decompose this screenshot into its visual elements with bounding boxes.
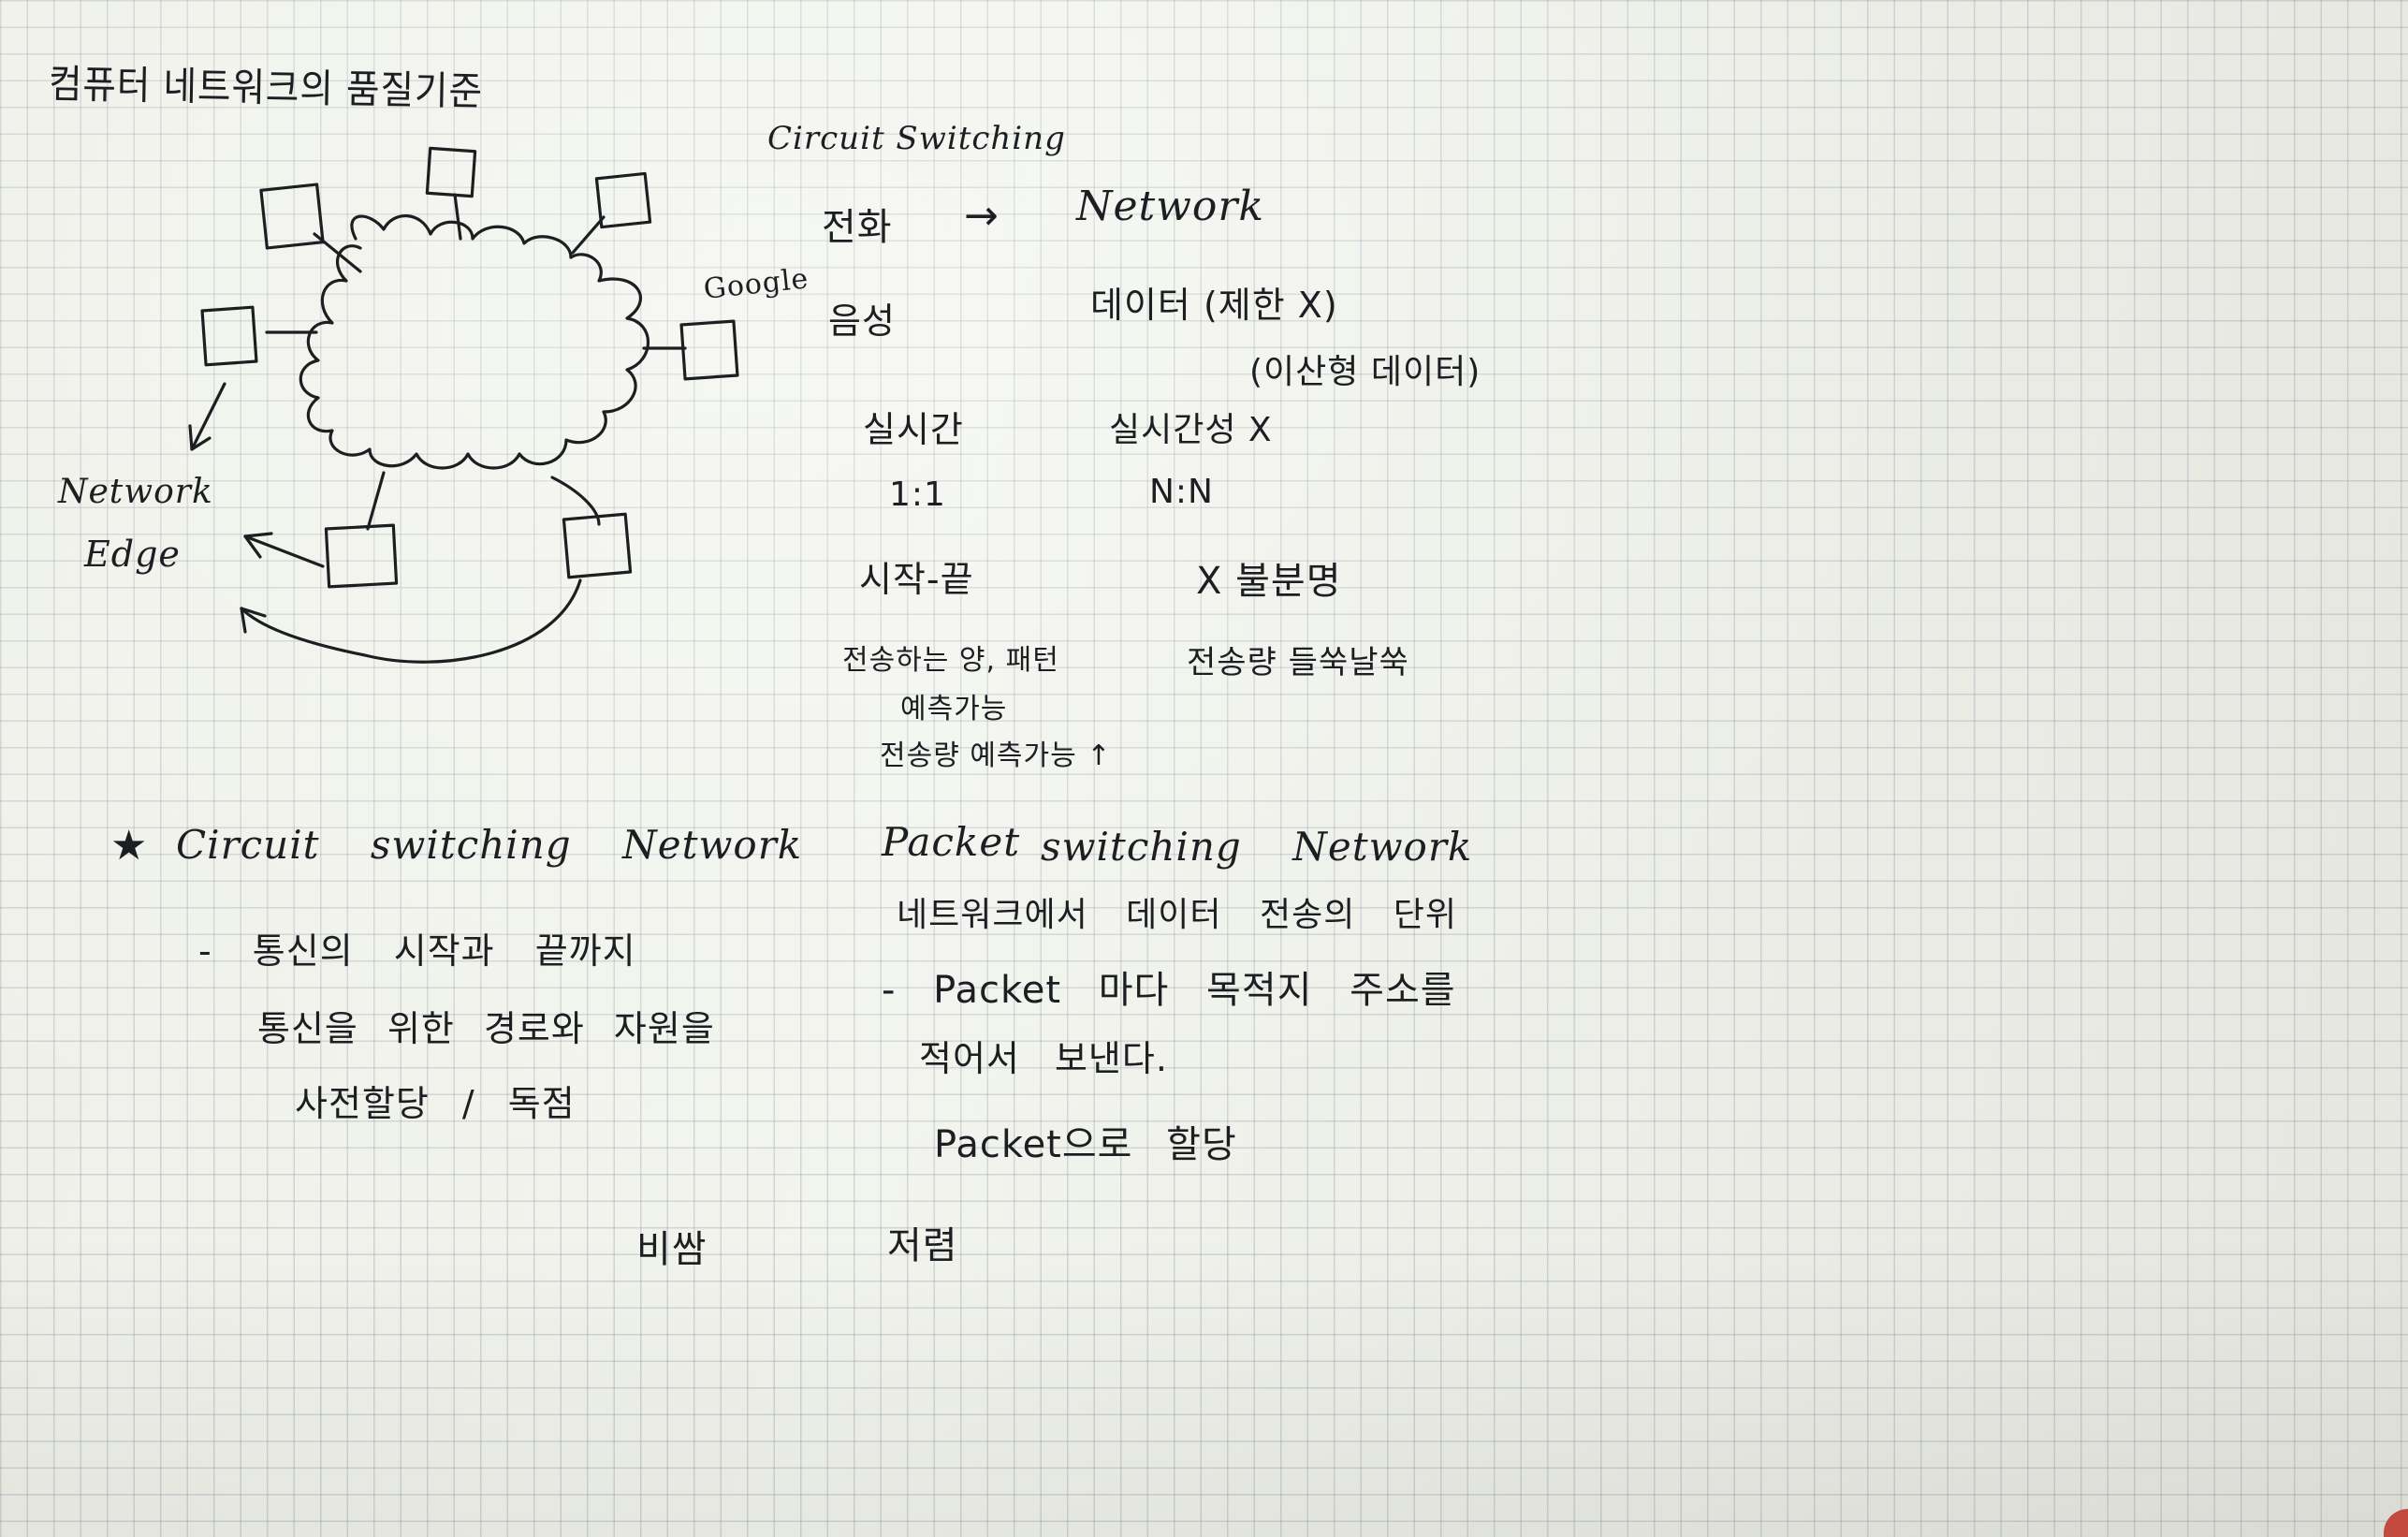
right-item-realtime: 실시간성 X <box>1109 411 1273 449</box>
phone-heading: 전화 <box>822 206 893 249</box>
cloud-shape <box>299 214 649 470</box>
right-item-discrete: (이산형 데이터) <box>1249 353 1481 391</box>
left-item-amount-pattern: 전송하는 양, 패턴 <box>842 644 1059 677</box>
network-diagram <box>188 146 739 664</box>
star-icon: ★ <box>110 822 149 870</box>
packet-line-1: 네트워크에서 데이터 전송의 단위 <box>897 896 1458 934</box>
packet-heading-rest: switching Network <box>1041 824 1473 870</box>
right-item-unclear: X 불분명 <box>1196 560 1342 603</box>
right-item-volume-varies: 전송량 들쑥날쑥 <box>1187 644 1409 681</box>
left-item-voice: 음성 <box>828 300 896 342</box>
left-item-volume-predictable: 전송량 예측가능 ↑ <box>880 739 1112 772</box>
circuit-line-1: - 통신의 시작과 끝까지 <box>198 930 636 972</box>
left-item-predictable: 예측가능 <box>900 693 1008 725</box>
right-item-data: 데이터 (제한 X) <box>1090 285 1338 326</box>
right-item-n-to-n: N:N <box>1149 473 1214 511</box>
packet-line-3: 적어서 보낸다. <box>919 1038 1168 1079</box>
edge-arrow-curve <box>240 578 582 664</box>
host-box-left <box>200 305 258 367</box>
circuit-switching-header: Circuit Switching <box>767 120 1066 157</box>
cost-expensive: 비쌈 <box>636 1228 708 1271</box>
network-edge-label-2: Edge <box>84 534 181 575</box>
packet-line-4: Packet으로 할당 <box>934 1123 1237 1166</box>
network-edge-label-1: Network <box>58 473 213 511</box>
host-box-top-left <box>259 183 325 250</box>
host-box-google <box>679 319 739 381</box>
cost-cheap: 저렴 <box>887 1224 958 1267</box>
network-heading: Network <box>1076 183 1265 230</box>
left-item-one-to-one: 1:1 <box>889 476 946 514</box>
host-box-bottom-left <box>324 523 399 589</box>
left-item-realtime: 실시간 <box>863 409 964 450</box>
page-corner-tab <box>2384 1509 2408 1537</box>
circuit-heading: Circuit switching Network <box>176 822 803 868</box>
host-box-top-right <box>594 171 652 229</box>
circuit-line-2: 통신을 위한 경로와 자원을 <box>257 1008 715 1049</box>
packet-heading-underlined: Packet <box>882 819 1021 865</box>
host-box-bottom-right <box>562 512 633 579</box>
packet-line-2: - Packet 마다 목적지 주소를 <box>882 969 1456 1012</box>
left-item-start-end: 시작-끝 <box>859 559 974 600</box>
circuit-line-3: 사전할당 / 독점 <box>295 1083 576 1124</box>
edge-arrow-down <box>190 382 226 451</box>
edge-arrow-left <box>243 534 325 568</box>
host-box-top <box>425 146 477 198</box>
arrow-glyph: → <box>964 192 1000 240</box>
